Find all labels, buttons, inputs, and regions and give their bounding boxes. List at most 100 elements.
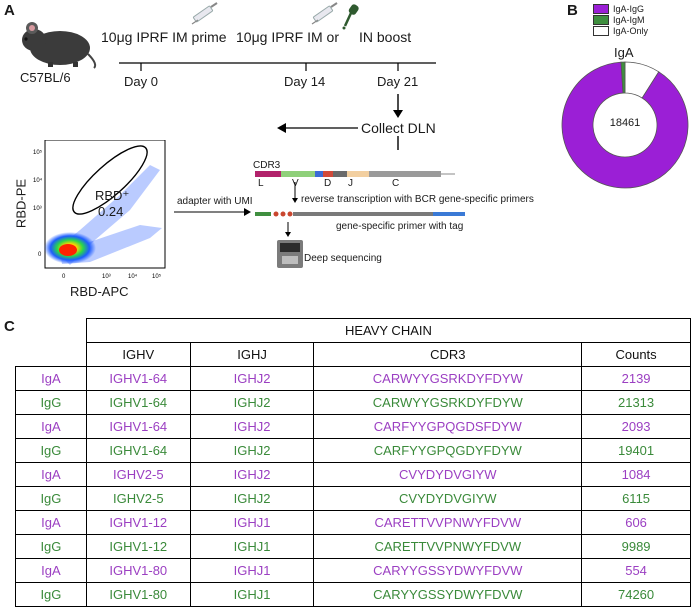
ighj-cell: IGHJ2 bbox=[189, 462, 315, 487]
day-0-label: Day 0 bbox=[124, 74, 158, 89]
legend-label: IgA-IgG bbox=[613, 3, 645, 14]
count-cell: 554 bbox=[581, 558, 691, 583]
isotype-cell: IgG bbox=[15, 582, 87, 607]
isotype-cell: IgG bbox=[15, 438, 87, 463]
gate-value: 0.24 bbox=[98, 204, 124, 219]
flow-cytometry-plot: 10⁵ 10⁴ 10³ 0 0 10³ 10⁴ 10⁵ bbox=[33, 140, 166, 280]
isotype-cell: IgA bbox=[15, 558, 87, 583]
column-header: IGHV bbox=[85, 342, 191, 367]
legend-item: IgA-IgM bbox=[593, 14, 648, 25]
segment-l-label: L bbox=[258, 178, 264, 189]
cdr3-cell: CARWYYGSRKDYFDYW bbox=[313, 366, 583, 391]
donut-slice-iga-igg bbox=[561, 61, 689, 189]
svg-text:10⁴: 10⁴ bbox=[33, 177, 43, 184]
cdr3-cell: CARETTVVPNWYFDVW bbox=[313, 510, 583, 535]
ighj-cell: IGHJ2 bbox=[189, 486, 315, 511]
count-cell: 19401 bbox=[581, 438, 691, 463]
count-cell: 74260 bbox=[581, 582, 691, 607]
donut-slice-iga-igm bbox=[620, 61, 626, 94]
svg-text:10⁵: 10⁵ bbox=[152, 273, 162, 280]
ighj-cell: IGHJ1 bbox=[189, 510, 315, 535]
legend-item: IgA-IgG bbox=[593, 3, 648, 14]
step-in-boost-label: IN boost bbox=[359, 29, 412, 45]
ighv-cell: IGHV1-64 bbox=[85, 414, 191, 439]
isotype-cell: IgA bbox=[15, 414, 87, 439]
segment-c-label: C bbox=[392, 178, 400, 189]
legend-label: IgA-IgM bbox=[613, 14, 645, 25]
ighv-cell: IGHV1-64 bbox=[85, 366, 191, 391]
ighj-cell: IGHJ2 bbox=[189, 366, 315, 391]
legend-item: IgA-Only bbox=[593, 25, 648, 36]
ighv-cell: IGHV1-12 bbox=[85, 534, 191, 559]
isotype-cell: IgA bbox=[15, 510, 87, 535]
svg-text:0: 0 bbox=[62, 274, 66, 280]
donut-title: IgA bbox=[614, 45, 634, 60]
ighj-cell: IGHJ2 bbox=[189, 390, 315, 415]
legend-label: IgA-Only bbox=[613, 25, 649, 36]
flow-x-axis-label: RBD-APC bbox=[70, 284, 129, 299]
group-header: HEAVY CHAIN bbox=[85, 318, 692, 343]
rt-label: reverse transcription with BCR gene-spec… bbox=[301, 194, 534, 205]
cdr3-cell: CVYDYDVGIYW bbox=[313, 462, 583, 487]
cdr3-cell: CARYYGSSYDWYFDVW bbox=[313, 558, 583, 583]
dropper-icon bbox=[342, 4, 359, 30]
ighj-cell: IGHJ1 bbox=[189, 534, 315, 559]
panel-b-letter: B bbox=[567, 2, 578, 19]
legend-swatch bbox=[593, 3, 609, 14]
ighv-cell: IGHV1-80 bbox=[85, 558, 191, 583]
panel-a-letter: A bbox=[4, 2, 15, 19]
count-cell: 606 bbox=[581, 510, 691, 535]
table-group-header-row: HEAVY CHAIN bbox=[16, 318, 692, 343]
segment-d-label: D bbox=[324, 178, 332, 189]
count-cell: 2139 bbox=[581, 366, 691, 391]
cdr3-cell: CARFYYGPQGDSFDYW bbox=[313, 414, 583, 439]
ighv-cell: IGHV1-80 bbox=[85, 582, 191, 607]
column-header: IGHJ bbox=[189, 342, 315, 367]
collect-dln-label: Collect DLN bbox=[361, 120, 436, 136]
svg-text:10⁴: 10⁴ bbox=[128, 273, 138, 280]
mouse-strain-label: C57BL/6 bbox=[20, 70, 71, 85]
syringe-icon bbox=[191, 2, 218, 25]
isotype-cell: IgG bbox=[15, 534, 87, 559]
syringe-icon bbox=[311, 2, 338, 25]
gate-label: RBD⁺ bbox=[95, 188, 130, 203]
cdr3-cell: CARETTVVPNWYFDVW bbox=[313, 534, 583, 559]
timeline bbox=[119, 62, 436, 150]
isotype-cell: IgA bbox=[15, 366, 87, 391]
step-prime-label: 10μg IPRF IM prime bbox=[101, 29, 227, 45]
legend-swatch bbox=[593, 25, 609, 36]
ighv-cell: IGHV1-12 bbox=[85, 510, 191, 535]
svg-text:10³: 10³ bbox=[33, 206, 42, 212]
svg-text:0: 0 bbox=[38, 252, 42, 258]
ighj-cell: IGHJ2 bbox=[189, 438, 315, 463]
adapter-label: adapter with UMI bbox=[177, 196, 253, 207]
count-cell: 2093 bbox=[581, 414, 691, 439]
column-header: Counts bbox=[581, 342, 691, 367]
table-header-row: IGHV IGHJ CDR3 Counts bbox=[16, 342, 691, 367]
donut-legend: IgA-IgG IgA-IgM IgA-Only bbox=[593, 3, 648, 36]
cdr3-cell: CARYYGSSYDWYFDVW bbox=[313, 582, 583, 607]
segment-j-label: J bbox=[348, 178, 353, 189]
svg-text:10⁵: 10⁵ bbox=[33, 149, 43, 156]
gsp-label: gene-specific primer with tag bbox=[336, 221, 464, 232]
count-cell: 6115 bbox=[581, 486, 691, 511]
mouse-illustration bbox=[22, 22, 97, 69]
svg-text:10³: 10³ bbox=[102, 274, 111, 280]
isotype-cell: IgA bbox=[15, 462, 87, 487]
flow-y-axis-label: RBD-PE bbox=[13, 178, 29, 229]
donut-chart bbox=[561, 61, 689, 189]
ighv-cell: IGHV1-64 bbox=[85, 438, 191, 463]
isotype-cell: IgG bbox=[15, 486, 87, 511]
bcr-schematic bbox=[255, 171, 465, 217]
sequencer-icon bbox=[277, 222, 303, 268]
